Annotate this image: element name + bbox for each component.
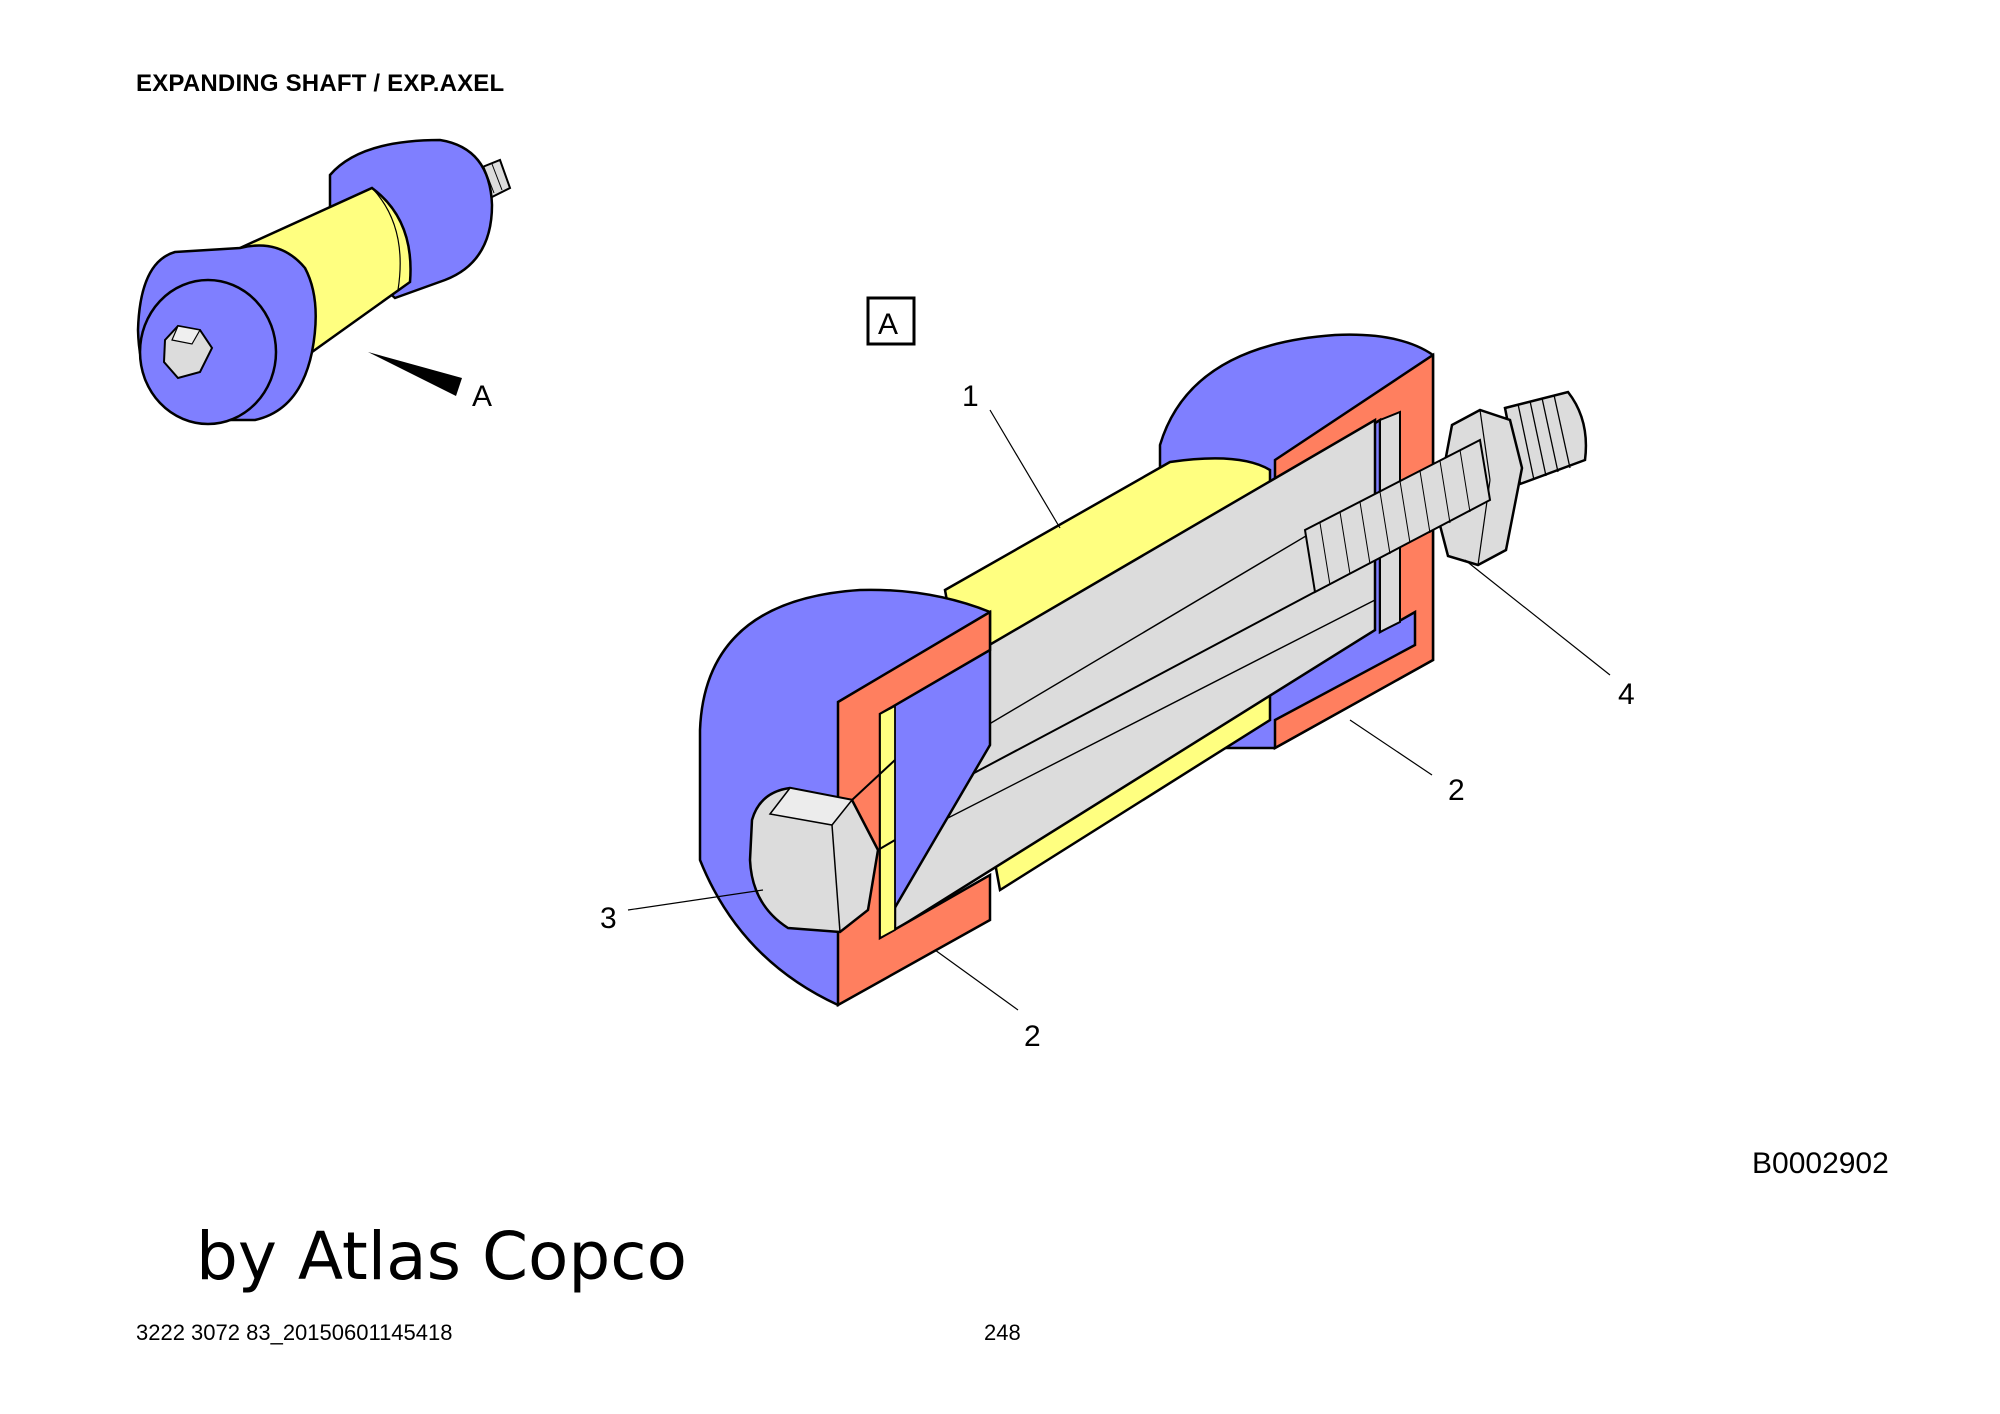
page-title: EXPANDING SHAFT / EXP.AXEL	[136, 70, 505, 97]
drawing-id: B0002902	[1752, 1147, 1889, 1180]
bolt-thread	[1303, 438, 1492, 594]
section-assembly	[698, 333, 1588, 1008]
overview-assembly	[136, 138, 512, 426]
callout-2-rear: 2	[1448, 774, 1465, 807]
hex-bolt-head-icon	[748, 759, 896, 934]
doc-number: 3222 3072 83_20150601145418	[136, 1320, 453, 1345]
page-number: 248	[984, 1320, 1021, 1345]
callout-3: 3	[600, 902, 617, 935]
view-box	[866, 296, 916, 346]
overview-hex-bolt-icon	[162, 324, 214, 380]
threaded-stud	[1503, 390, 1588, 486]
overview-front-cap	[136, 244, 317, 426]
overview-sleeve	[238, 186, 412, 354]
leader-lines	[627, 409, 1611, 1011]
callout-1: 1	[962, 380, 979, 413]
view-arrow-icon	[368, 352, 462, 396]
brand-label: by Atlas Copco	[196, 1218, 687, 1295]
callout-2-front: 2	[1024, 1020, 1041, 1053]
view-box-label: A	[878, 308, 898, 341]
view-label: A	[472, 380, 492, 413]
callout-4: 4	[1618, 678, 1635, 711]
